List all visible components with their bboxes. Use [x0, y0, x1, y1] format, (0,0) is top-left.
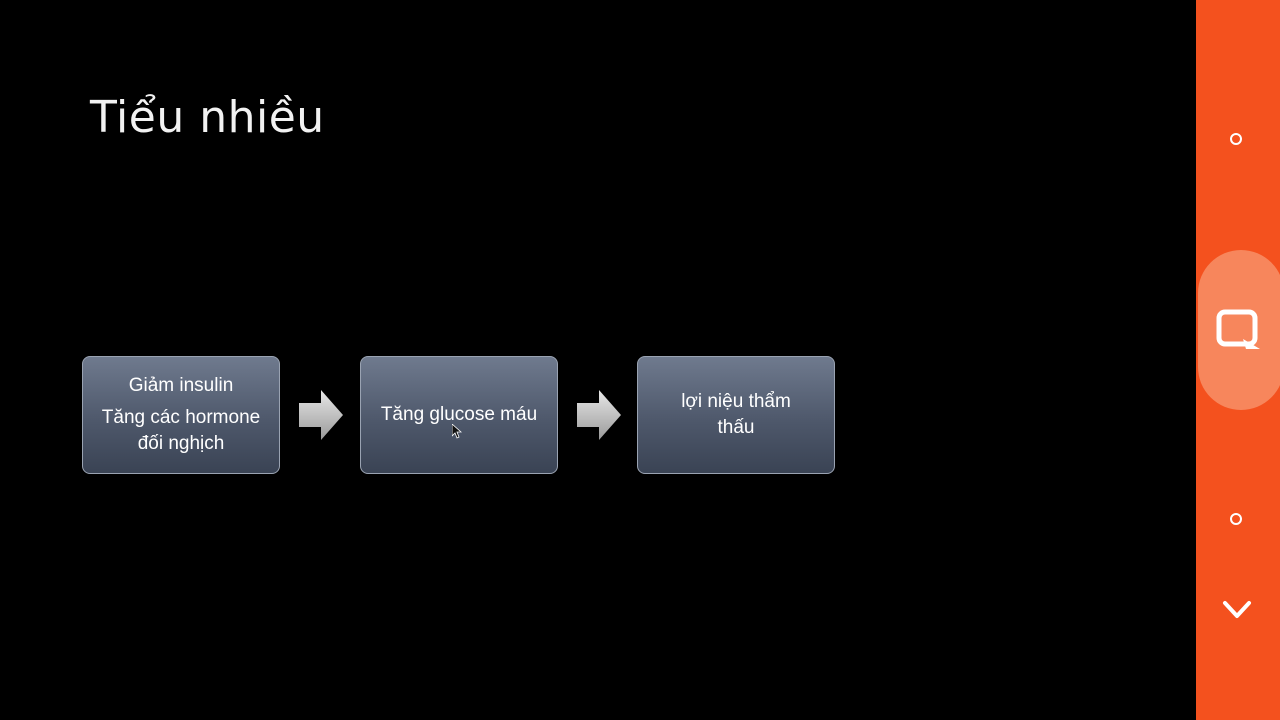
note-button[interactable]: [1198, 250, 1280, 410]
flow-box-glucose: Tăng glucose máu: [360, 356, 558, 474]
flow-box-osmotic-diuresis: lợi niệu thẩm thấu: [637, 356, 835, 474]
flow-box-insulin: Giảm insulin Tăng các hormone đối nghịch: [82, 356, 280, 474]
note-icon: [1216, 309, 1260, 349]
circle-icon[interactable]: [1230, 133, 1242, 145]
side-navigation-bar: [1196, 0, 1280, 720]
chevron-down-icon[interactable]: [1222, 600, 1252, 620]
flow-box-text: Tăng glucose máu: [380, 404, 538, 425]
slide-title: Tiểu nhiều: [90, 92, 325, 143]
flow-box-text: lợi niệu thẩm thấu: [681, 391, 791, 438]
presentation-slide: Tiểu nhiều Giảm insulin Tăng các hormone…: [82, 92, 835, 474]
flow-arrow-right-icon: [577, 390, 621, 440]
flow-box-text: Giảm insulin: [128, 375, 234, 396]
mouse-cursor-icon: [452, 424, 462, 439]
circle-icon[interactable]: [1230, 513, 1242, 525]
flow-box-text: Tăng các hormone đối nghịch: [101, 407, 261, 454]
flow-arrow-right-icon: [299, 390, 343, 440]
